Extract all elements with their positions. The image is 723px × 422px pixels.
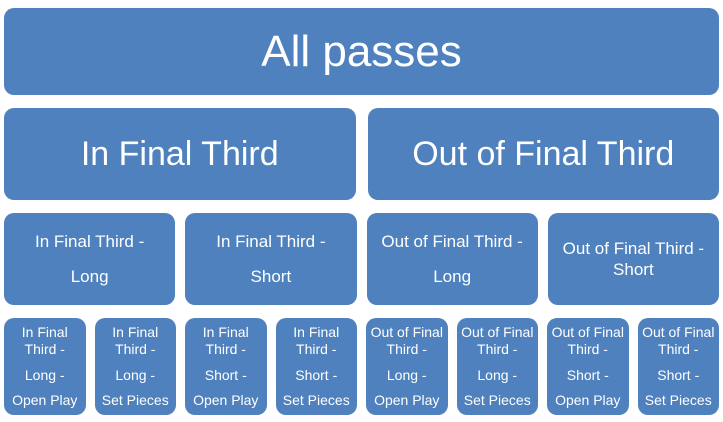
node-label: Long - bbox=[477, 366, 518, 383]
node-label: Out of Final Third - bbox=[642, 323, 715, 358]
node-label: In Final Third - bbox=[293, 323, 340, 358]
node-label: In Final Third - bbox=[216, 231, 326, 251]
node-out-of-final-third-short-open-play: Out of Final Third - Short - Open Play bbox=[547, 318, 629, 415]
node-label: Long bbox=[70, 267, 109, 286]
node-label: In Final Third - bbox=[34, 231, 145, 251]
node-label: Open Play bbox=[374, 392, 440, 408]
node-label: Out of Final Third bbox=[412, 134, 675, 173]
hierarchy-level-4: In Final Third - Long - Open Play In Fin… bbox=[4, 318, 719, 415]
node-out-of-final-third-long-set-pieces: Out of Final Third - Long - Set Pieces bbox=[456, 318, 538, 415]
node-label: In Final Third bbox=[80, 134, 279, 173]
node-label: Set Pieces bbox=[101, 392, 169, 408]
node-out-of-final-third: Out of Final Third bbox=[367, 108, 719, 200]
node-label: Long bbox=[433, 267, 472, 286]
node-in-final-third-long-open-play: In Final Third - Long - Open Play bbox=[4, 318, 86, 415]
node-label: Out of Final Third - bbox=[461, 323, 534, 358]
node-in-final-third-long-set-pieces: In Final Third - Long - Set Pieces bbox=[94, 318, 176, 415]
node-label: Out of Final Third - Short bbox=[562, 238, 705, 279]
node-out-of-final-third-long-open-play: Out of Final Third - Long - Open Play bbox=[366, 318, 448, 415]
node-label: Set Pieces bbox=[282, 392, 350, 408]
node-label: Open Play bbox=[193, 392, 259, 408]
node-label: Short - bbox=[566, 366, 609, 383]
node-in-final-third-short-open-play: In Final Third - Short - Open Play bbox=[185, 318, 267, 415]
node-out-of-final-third-short: Out of Final Third - Short bbox=[547, 213, 719, 305]
node-label: Short - bbox=[204, 366, 247, 383]
hierarchy-level-1: All passes bbox=[4, 8, 719, 95]
node-out-of-final-third-short-set-pieces: Out of Final Third - Short - Set Pieces bbox=[637, 318, 719, 415]
node-label: All passes bbox=[261, 27, 462, 76]
node-label: Short - bbox=[295, 366, 338, 383]
node-label: In Final Third - bbox=[112, 323, 159, 358]
node-in-final-third-long: In Final Third - Long bbox=[4, 213, 176, 305]
node-label: Short - bbox=[657, 366, 700, 383]
node-label: Long - bbox=[24, 366, 65, 383]
node-label: Open Play bbox=[555, 392, 621, 408]
node-in-final-third-short-set-pieces: In Final Third - Short - Set Pieces bbox=[275, 318, 357, 415]
node-label: Out of Final Third - bbox=[370, 323, 443, 358]
node-label: Set Pieces bbox=[644, 392, 712, 408]
node-in-final-third: In Final Third bbox=[4, 108, 356, 200]
node-all-passes: All passes bbox=[4, 8, 719, 95]
node-label: In Final Third - bbox=[21, 323, 68, 358]
node-label: Out of Final Third - bbox=[381, 231, 523, 251]
node-label: Open Play bbox=[12, 392, 78, 408]
node-out-of-final-third-long: Out of Final Third - Long bbox=[366, 213, 538, 305]
node-label: Long - bbox=[386, 366, 427, 383]
node-label: In Final Third - bbox=[202, 323, 249, 358]
hierarchy-level-2: In Final Third Out of Final Third bbox=[4, 108, 719, 200]
node-in-final-third-short: In Final Third - Short bbox=[185, 213, 357, 305]
node-label: Long - bbox=[115, 366, 156, 383]
hierarchy-level-3: In Final Third - Long In Final Third - S… bbox=[4, 213, 719, 305]
node-label: Set Pieces bbox=[463, 392, 531, 408]
node-label: Out of Final Third - bbox=[551, 323, 624, 358]
node-label: Short bbox=[250, 267, 292, 286]
